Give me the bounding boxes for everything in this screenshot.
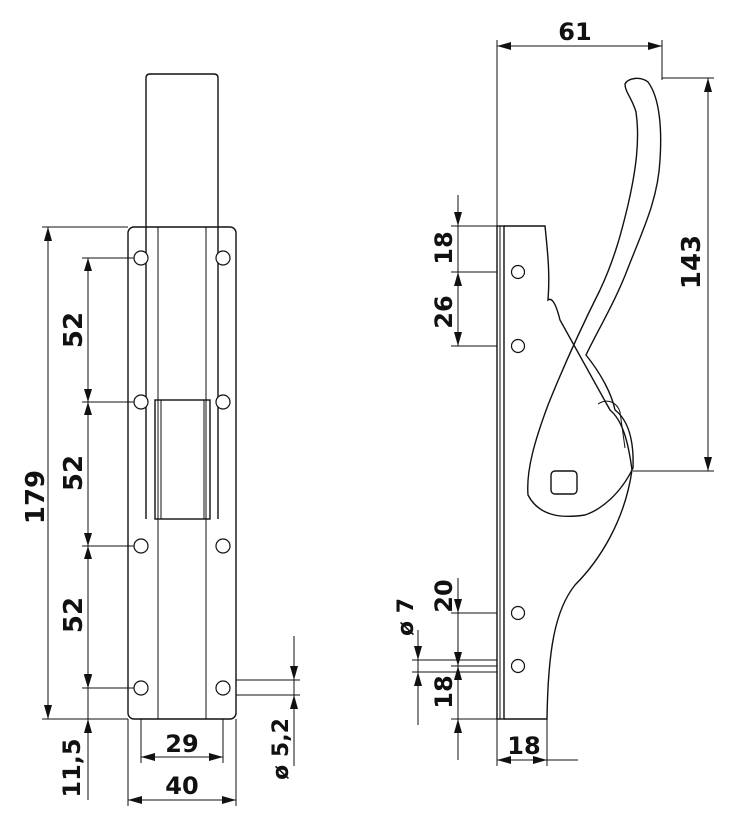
dim-61: 61 bbox=[496, 18, 663, 226]
front-bolt-bar bbox=[145, 73, 219, 519]
dim-29-label: 29 bbox=[165, 730, 198, 758]
dim-hole-7-label: ø 7 bbox=[394, 598, 419, 636]
dim-52-label-1: 52 bbox=[59, 312, 89, 348]
dim-18-bottom-label: 18 bbox=[430, 675, 458, 708]
side-view: 61 143 18 26 bbox=[394, 18, 714, 766]
dim-40: 40 bbox=[127, 719, 237, 806]
dim-11-5: 11,5 bbox=[58, 674, 92, 800]
side-fixing-holes bbox=[510, 264, 526, 674]
dim-52-ladder: 52 52 52 bbox=[59, 257, 134, 689]
dim-52-label-3: 52 bbox=[59, 597, 89, 633]
dim-26-label: 26 bbox=[430, 295, 458, 328]
front-view: 179 52 52 52 11,5 bbox=[21, 73, 300, 806]
dim-143-label: 143 bbox=[677, 235, 707, 289]
dim-40-label: 40 bbox=[165, 772, 198, 800]
dim-lower-ladder: 20 18 bbox=[430, 578, 497, 760]
side-square-hole bbox=[550, 470, 578, 495]
dim-29: 29 bbox=[140, 719, 224, 763]
dim-61-label: 61 bbox=[558, 18, 591, 46]
dim-18-base-label: 18 bbox=[507, 732, 540, 760]
side-latch-hook bbox=[527, 77, 662, 518]
dim-179-label: 179 bbox=[21, 470, 51, 524]
front-base-plate bbox=[127, 226, 237, 720]
dim-hole-5-2-label: ø 5,2 bbox=[269, 718, 294, 780]
side-lug-outline bbox=[504, 225, 633, 720]
dim-hole-7: ø 7 bbox=[394, 598, 497, 725]
dim-11-5-label: 11,5 bbox=[58, 738, 86, 797]
dim-52-label-2: 52 bbox=[59, 455, 89, 491]
dim-18-top-label: 18 bbox=[430, 231, 458, 264]
dim-upper-ladder: 18 26 bbox=[430, 195, 497, 347]
front-latch-tongue bbox=[154, 399, 211, 520]
front-fixing-holes bbox=[133, 250, 231, 696]
dim-179: 179 bbox=[21, 226, 128, 720]
dim-20-label: 20 bbox=[430, 579, 458, 612]
dim-143: 143 bbox=[633, 77, 714, 472]
dim-18-base: 18 bbox=[496, 719, 578, 766]
dim-hole-5-2: ø 5,2 bbox=[236, 636, 300, 780]
